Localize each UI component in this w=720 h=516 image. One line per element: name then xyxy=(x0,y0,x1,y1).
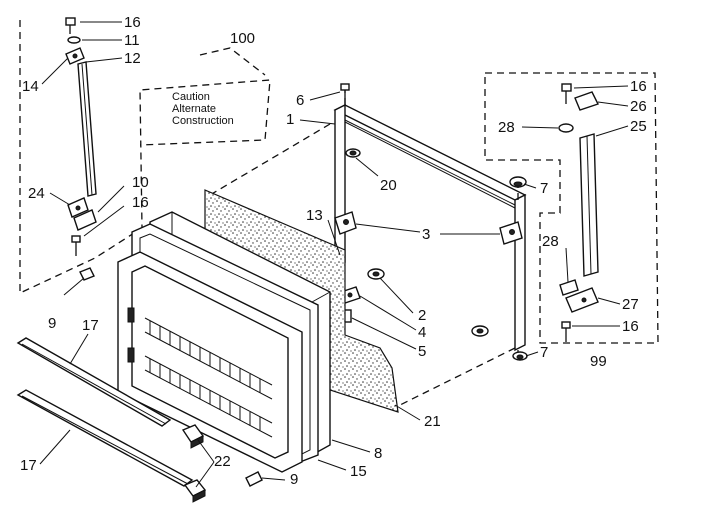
label-7b: 7 xyxy=(540,344,548,361)
label-22: 22 xyxy=(214,453,231,470)
alternate-hinge-callout xyxy=(199,47,266,76)
label-16d: 16 xyxy=(622,318,639,335)
label-1: 1 xyxy=(286,111,294,128)
label-11: 11 xyxy=(124,32,140,49)
label-4: 4 xyxy=(418,324,426,341)
label-17b: 17 xyxy=(20,457,37,474)
screw-6 xyxy=(340,83,350,106)
grommet-left xyxy=(367,268,385,280)
label-99: 99 xyxy=(590,353,607,370)
hinge-screw-16-right-top xyxy=(561,83,572,104)
hinge-plate-24 xyxy=(67,197,89,218)
label-16c: 16 xyxy=(630,78,647,95)
hinge-rod-25 xyxy=(579,133,599,277)
hinge-plate-14 xyxy=(65,47,85,65)
leader-lines xyxy=(39,21,629,488)
hinge-plate-27 xyxy=(565,287,599,313)
hinge-screw-16-left-bottom xyxy=(71,235,81,256)
cap-7-bottom xyxy=(512,351,528,361)
hinge-plate-26 xyxy=(574,91,599,111)
bushing-20 xyxy=(345,148,361,158)
label-10: 10 xyxy=(132,174,149,191)
caution-note-line-1: Caution xyxy=(172,91,210,103)
label-2: 2 xyxy=(418,307,426,324)
hinge-bracket-10 xyxy=(73,209,97,231)
label-16a: 16 xyxy=(124,14,141,31)
alternate-hinge-group-outline xyxy=(19,20,271,295)
label-28b: 28 xyxy=(542,233,559,250)
caution-note-line-2: Alternate xyxy=(172,103,216,115)
label-20: 20 xyxy=(380,177,397,194)
label-7a: 7 xyxy=(540,180,548,197)
door-shelf-bar-upper xyxy=(16,337,172,427)
label-17a: 17 xyxy=(82,317,99,334)
shelf-end-cap-upper xyxy=(181,424,205,449)
shelf-end-cap-lower xyxy=(183,479,207,503)
label-100: 100 xyxy=(230,30,255,47)
label-13: 13 xyxy=(306,207,323,224)
door-shelf-bar-lower xyxy=(16,389,194,487)
hinge-bracket-right xyxy=(499,221,523,245)
grommet-right xyxy=(471,325,489,337)
hinge-rod-12 xyxy=(77,61,97,197)
part-labels: 16 11 12 14 100 24 10 16 9 6 1 20 7 13 3… xyxy=(20,14,647,488)
hinge-screw-16-left-top xyxy=(65,17,76,34)
label-9b: 9 xyxy=(290,471,298,488)
label-28a: 28 xyxy=(498,119,515,136)
label-25: 25 xyxy=(630,118,647,135)
washer-28-bottom xyxy=(559,279,579,296)
caution-note-line-3: Construction xyxy=(172,115,234,127)
hinge-kit-group-outline xyxy=(484,72,659,344)
label-24: 24 xyxy=(28,185,45,202)
hinge-washer-11 xyxy=(67,36,81,44)
hinge-bracket-left xyxy=(334,211,357,235)
door-shelf-ribs xyxy=(144,317,273,438)
label-3: 3 xyxy=(422,226,430,243)
screw-9-bottom xyxy=(245,471,263,487)
label-27: 27 xyxy=(622,296,639,313)
label-14: 14 xyxy=(22,78,39,95)
label-21: 21 xyxy=(424,413,441,430)
hinge-screw-16-right-bottom xyxy=(561,321,571,342)
cap-7-top xyxy=(509,176,527,188)
label-8: 8 xyxy=(374,445,382,462)
label-6: 6 xyxy=(296,92,304,109)
label-26: 26 xyxy=(630,98,647,115)
washer-28-top xyxy=(558,123,574,133)
screw-9-left xyxy=(79,267,95,281)
label-5: 5 xyxy=(418,343,426,360)
label-15: 15 xyxy=(350,463,367,480)
label-12: 12 xyxy=(124,50,141,67)
label-16b: 16 xyxy=(132,194,149,211)
label-9a: 9 xyxy=(48,315,56,332)
